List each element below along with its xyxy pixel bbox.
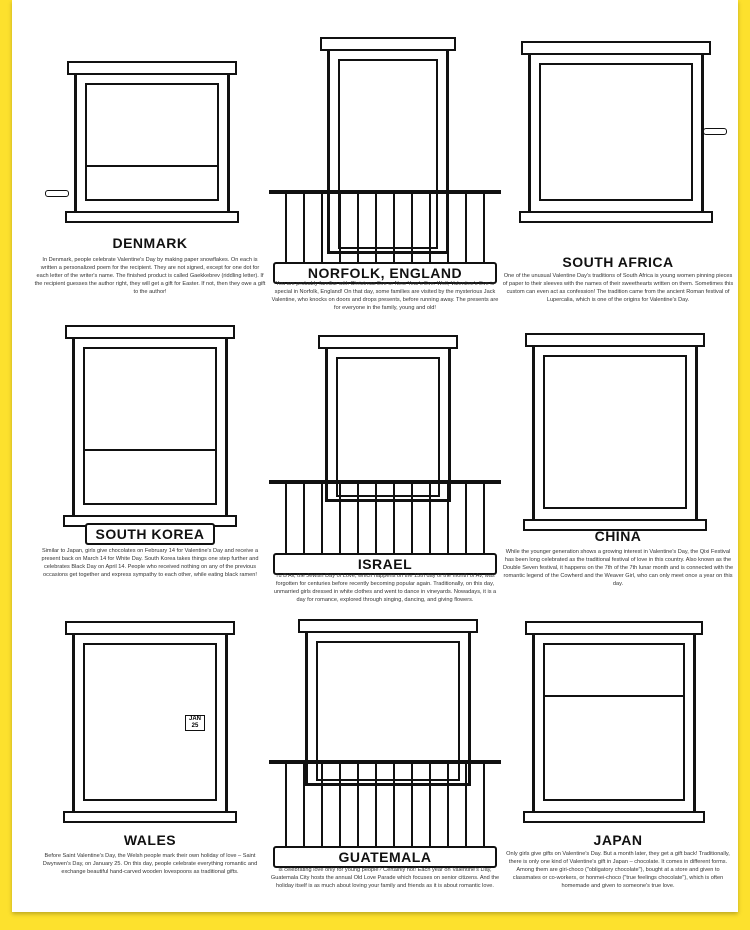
calendar-month: JAN [188, 716, 201, 722]
panel-south-africa: SOUTH AFRICA One of the unusual Valentin… [498, 0, 738, 310]
panel-title: CHINA [594, 528, 642, 544]
window-illustration [523, 621, 705, 823]
balcony-railing [269, 760, 501, 850]
panel-title: SOUTH KOREA [85, 523, 215, 545]
window-illustration [318, 335, 458, 502]
panel-description: In Denmark, people celebrate Valentine's… [34, 257, 266, 295]
panel-title: GUATEMALA [273, 846, 497, 868]
panel-title: DENMARK [112, 235, 188, 251]
panel-china: CHINA While the younger generation shows… [498, 310, 738, 610]
calendar-page: JAN 25 [185, 715, 205, 731]
balcony-railing [269, 190, 501, 264]
window-illustration [519, 41, 713, 223]
panel-description: Is celebrating love only for young peopl… [270, 867, 500, 889]
panel-title: SOUTH AFRICA [562, 254, 674, 270]
window-illustration [65, 61, 239, 223]
panel-israel: ISRAEL Tu B'Av, the Jewish Day of Love, … [265, 310, 505, 610]
panel-guatemala: GUATEMALA Is celebrating love only for y… [265, 610, 505, 910]
brick-decoration [45, 190, 69, 197]
panel-description: Similar to Japan, girls give chocolates … [41, 548, 259, 578]
brick-decoration [703, 128, 727, 135]
panel-description: Tu B'Av, the Jewish Day of Love, which h… [273, 573, 497, 603]
panel-title: ISRAEL [273, 553, 497, 575]
panel-japan: JAPAN Only girls give gifts on Valentine… [498, 610, 738, 910]
panel-description: Before Saint Valentine's Day, the Welsh … [42, 853, 258, 875]
panel-title: NORFOLK, ENGLAND [273, 262, 497, 284]
window-illustration [63, 325, 237, 527]
panel-description: You are probably familiar with Christmas… [271, 281, 499, 311]
panel-description: Only girls give gifts on Valentine's Day… [506, 851, 730, 889]
panel-title: JAPAN [593, 832, 643, 848]
calendar-day: 25 [191, 723, 199, 729]
panel-south-korea: SOUTH KOREA Similar to Japan, girls give… [30, 310, 270, 610]
panel-title: WALES [123, 832, 177, 848]
window-illustration [523, 333, 707, 531]
panel-norfolk: NORFOLK, ENGLAND You are probably famili… [265, 0, 505, 330]
panel-description: One of the unusual Valentine Day's tradi… [502, 273, 734, 303]
panel-wales: JAN 25 WALES Before Saint Valentine's Da… [30, 610, 270, 910]
panel-denmark: DENMARK In Denmark, people celebrate Val… [30, 0, 270, 310]
window-illustration: JAN 25 [63, 621, 237, 823]
poster-sheet: DENMARK In Denmark, people celebrate Val… [12, 0, 738, 912]
balcony-railing [269, 480, 501, 554]
panel-description: While the younger generation shows a gro… [502, 549, 734, 587]
